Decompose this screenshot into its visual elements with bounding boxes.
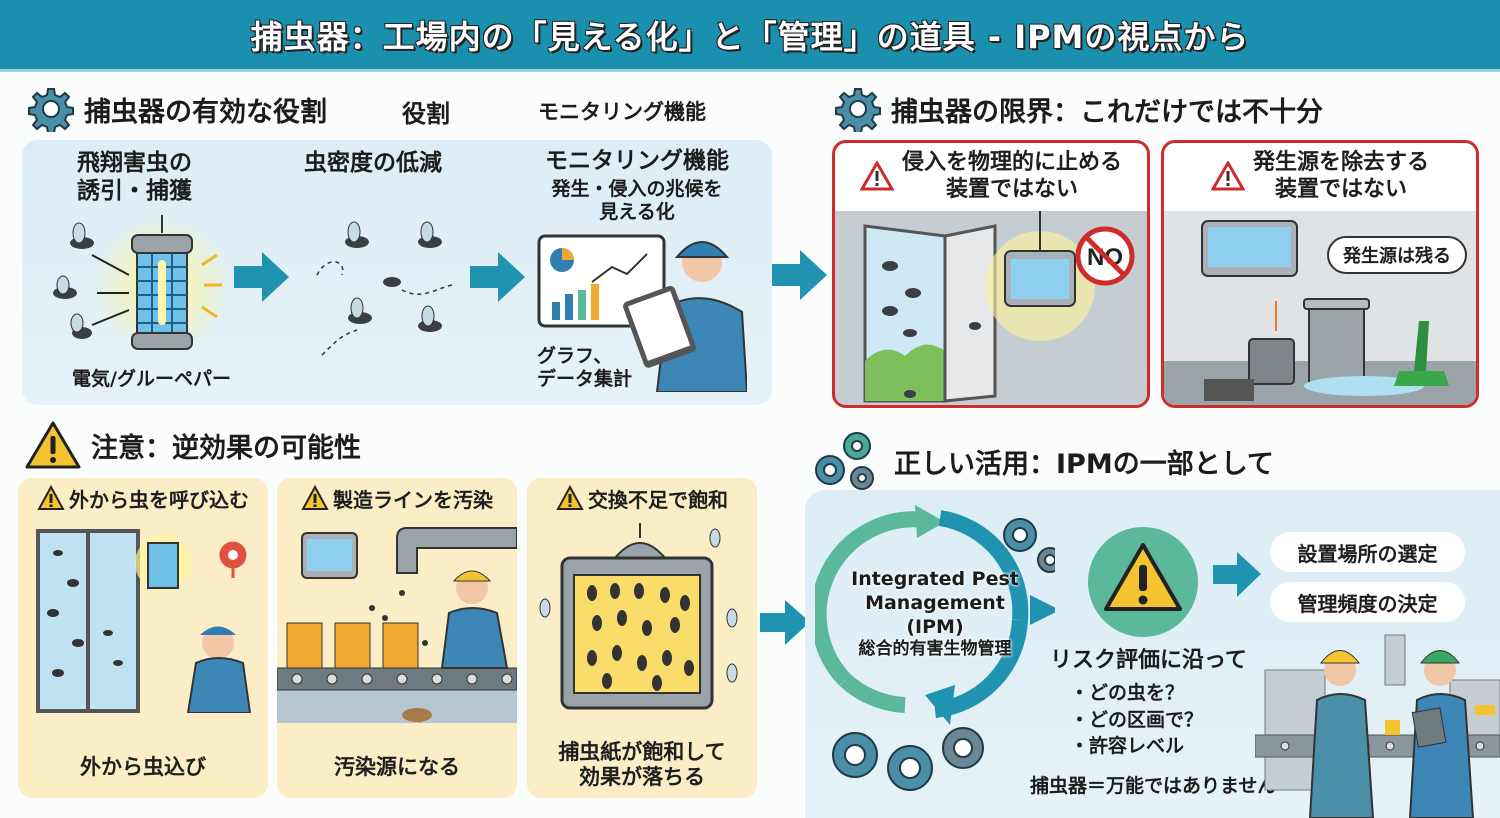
caution-card-attract-title: 外から虫を呼び込む <box>69 487 249 512</box>
step1-title-line1: 飛翔害虫の <box>77 150 192 176</box>
warning-icon <box>25 421 81 469</box>
source-scene: 発生源は残る <box>1164 211 1476 405</box>
step1-caption: 電気/グルーペパー <box>72 368 231 390</box>
gears-icon <box>815 432 874 490</box>
caution-card-attract-header: 外から虫を呼び込む <box>18 478 268 518</box>
arrow-right-icon <box>470 252 525 302</box>
warning-icon <box>859 161 894 191</box>
caution-card-contaminate-title: 製造ラインを汚染 <box>333 487 493 512</box>
arrow-right-icon <box>234 252 289 302</box>
caution-card-attract-caption: 外から虫込び <box>18 755 268 780</box>
caution-section-title: 注意：逆効果の可能性 <box>25 420 361 470</box>
step1-title: 飛翔害虫の 誘引・捕獲 <box>77 150 192 205</box>
monitoring-label: モニタリング機能 <box>538 100 706 124</box>
ipm-cycle-line3: (IPM) <box>906 615 964 638</box>
caution-title-text: 注意：逆効果の可能性 <box>91 432 361 464</box>
ipm-cycle-line2: Management <box>865 591 1005 614</box>
open-door-illustration: NO <box>863 211 1135 403</box>
step3-caption-line1: グラフ、 <box>537 345 613 367</box>
arrow-right-icon <box>1213 552 1261 597</box>
step3-subtitle-line1: 発生・侵入の兆候を <box>551 178 723 200</box>
effective-title-text: 捕虫器の有効な役割 <box>84 96 327 128</box>
header-banner: 捕虫器：工場内の「見える化」と「管理」の道具 - IPMの視点から <box>0 0 1500 72</box>
ipm-title-text: 正しい活用：IPMの一部として <box>894 448 1274 480</box>
warning-icon <box>37 485 65 510</box>
caution-card-saturate-caption-line1: 捕虫紙が飽和して <box>558 739 726 764</box>
ipm-panel: Integrated Pest Management (IPM) 総合的有害生物… <box>805 490 1500 818</box>
ipm-cycle-label: Integrated Pest Management (IPM) 総合的有害生物… <box>830 568 1040 661</box>
window-trap-illustration <box>36 529 252 713</box>
decision-placement: 設置場所の選定 <box>1270 532 1465 572</box>
limit-card-intrusion-header: 侵入を物理的に止める 装置ではない <box>835 143 1147 209</box>
step2-title: 虫密度の低減 <box>304 150 442 176</box>
ipm-cycle-line4: 総合的有害生物管理 <box>858 639 1012 660</box>
risk-title: リスク評価に沿って <box>1050 648 1247 673</box>
limit-card-intrusion-line2: 装置ではない <box>945 177 1078 202</box>
role-label: 役割 <box>402 100 450 128</box>
caution-card-saturate-caption: 捕虫紙が飽和して 効果が落ちる <box>527 740 757 790</box>
ipm-footer-note: 捕虫器＝万能ではありません <box>1030 775 1277 797</box>
flying-insects-illustration <box>316 221 453 356</box>
limits-title-text: 捕虫器の限界：これだけでは不十分 <box>891 96 1323 128</box>
caution-card-contaminate-caption-line1: 汚染源になる <box>334 754 460 779</box>
step3-caption: グラフ、 データ集計 <box>537 345 632 391</box>
factory-workers-illustration <box>1255 634 1500 818</box>
effective-section-title: 捕虫器の有効な役割 <box>28 86 327 132</box>
step3-subtitle: 発生・侵入の兆候を 見える化 <box>537 178 737 224</box>
limit-card-source: 発生源を除去する 装置ではない 発生源は残る <box>1161 140 1479 408</box>
risk-warning-icon <box>1088 527 1198 637</box>
risk-item: ・どの虫を？ <box>1070 682 1185 704</box>
limit-card-intrusion-line1: 侵入を物理的に止める <box>901 149 1122 175</box>
effective-roles-panel: 飛翔害虫の 誘引・捕獲 電気/グルーペパー 虫密度の低減 モニタリング機能 発生… <box>22 140 772 405</box>
caution-card-attract-caption-line1: 外から虫込び <box>80 754 206 779</box>
risk-item: ・許容レベル <box>1070 735 1185 758</box>
caution-card-saturate-caption-line2: 効果が落ちる <box>579 764 705 789</box>
warning-icon <box>556 485 584 510</box>
warning-icon <box>301 485 329 510</box>
step3-caption-line2: データ集計 <box>537 367 633 390</box>
decision-frequency: 管理頻度の決定 <box>1270 582 1465 622</box>
insect-trap-illustration <box>53 215 232 355</box>
risk-item: ・どの区画で？ <box>1070 708 1204 731</box>
limits-section-title: 捕虫器の限界：これだけでは不十分 <box>835 86 1323 132</box>
page-title: 捕虫器：工場内の「見える化」と「管理」の道具 - IPMの視点から <box>250 17 1250 56</box>
source-illustration <box>1164 220 1476 405</box>
caution-card-contaminate: 製造ラインを汚染 汚染源になる <box>277 478 517 798</box>
ipm-cycle-diagram <box>815 505 1055 791</box>
caution-card-contaminate-header: 製造ラインを汚染 <box>277 478 517 518</box>
limit-card-source-line1: 発生源を除去する <box>1252 149 1429 175</box>
warning-icon <box>1210 161 1245 191</box>
monitoring-dashboard-illustration <box>537 234 747 392</box>
source-remains-bubble: 発生源は残る <box>1327 236 1467 274</box>
ipm-section-title: 正しい活用：IPMの一部として <box>812 430 1274 492</box>
step1-title-line2: 誘引・捕獲 <box>77 177 192 204</box>
caution-card-saturate: 交換不足で飽和 捕虫紙が飽和して 効果が落ちる <box>527 478 757 798</box>
limit-card-source-header: 発生源を除去する 装置ではない <box>1164 143 1476 209</box>
risk-list: ・どの虫を？ ・どの区画で？ ・許容レベル <box>1070 680 1203 760</box>
ipm-cycle-line1: Integrated Pest <box>851 568 1019 590</box>
arrow-right-icon <box>760 600 810 645</box>
production-line-illustration <box>277 527 517 723</box>
limit-card-intrusion: 侵入を物理的に止める 装置ではない NO <box>832 140 1150 408</box>
step3-subtitle-line2: 見える化 <box>599 200 675 223</box>
step3-title: モニタリング機能 <box>545 148 729 174</box>
door-scene: NO <box>835 211 1147 405</box>
caution-card-contaminate-caption: 汚染源になる <box>277 755 517 780</box>
caution-card-attract: 外から虫を呼び込む 外から虫込び <box>18 478 268 798</box>
limit-card-source-line2: 装置ではない <box>1274 177 1407 202</box>
caution-card-saturate-header: 交換不足で飽和 <box>527 478 757 518</box>
saturated-glue-board-illustration <box>539 523 738 710</box>
gear-icon <box>28 88 74 132</box>
arrow-right-icon <box>772 250 827 300</box>
gear-icon <box>835 88 881 132</box>
caution-card-saturate-title: 交換不足で飽和 <box>588 487 728 512</box>
